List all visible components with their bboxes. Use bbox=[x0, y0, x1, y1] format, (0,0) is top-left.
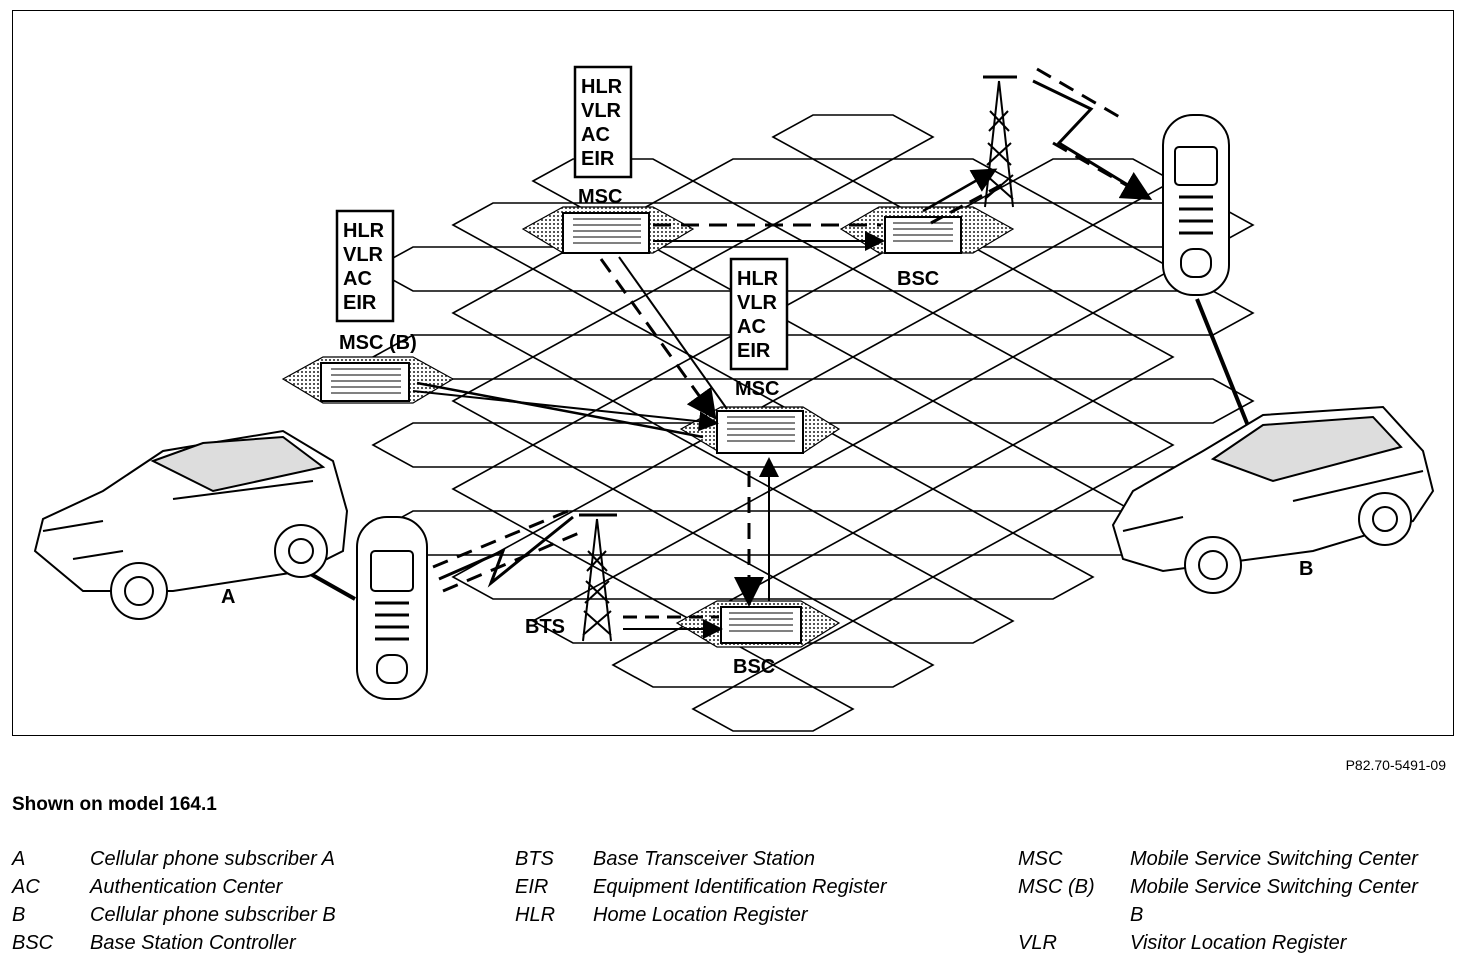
legend-abbr: EIR bbox=[515, 876, 549, 898]
legend-desc: Home Location Register bbox=[593, 904, 808, 926]
legend-desc: Authentication Center bbox=[90, 876, 283, 898]
car-a-icon bbox=[33, 429, 349, 620]
cell-grid bbox=[371, 114, 1255, 732]
cell-hexagon bbox=[691, 686, 855, 732]
connections bbox=[412, 168, 1006, 639]
cell-hexagon bbox=[771, 642, 935, 688]
cell-hexagon bbox=[771, 554, 935, 600]
figure-reference: P82.70-5491-09 bbox=[1345, 757, 1446, 773]
bts-tower-top bbox=[983, 75, 1017, 208]
legend-abbr: BSC bbox=[12, 932, 54, 954]
cell-hexagon bbox=[771, 466, 935, 512]
register-ac: AC bbox=[737, 316, 766, 338]
register-box-center: HLR VLR AC EIR bbox=[729, 257, 789, 371]
legend-abbr: MSC bbox=[1018, 848, 1063, 870]
car-b-icon bbox=[1111, 405, 1435, 594]
diagram-canvas: HLR VLR AC EIR HLR VLR AC EIR HLR VLR AC… bbox=[33, 65, 1435, 732]
legend-desc: Visitor Location Register bbox=[1130, 932, 1347, 954]
legend-desc: Equipment Identification Register bbox=[593, 876, 887, 898]
cell-hexagon bbox=[851, 598, 1015, 644]
label-msc-b: MSC (B) bbox=[339, 332, 417, 354]
cell-hexagon bbox=[851, 334, 1015, 380]
cell-hexagon bbox=[531, 334, 695, 380]
cell-hexagon bbox=[691, 158, 855, 204]
legend-desc: Cellular phone subscriber B bbox=[90, 904, 336, 926]
legend-abbr: VLR bbox=[1018, 932, 1057, 954]
legend-abbr: MSC (B) bbox=[1018, 876, 1095, 898]
radio-link-a bbox=[432, 507, 580, 593]
bts-tower-bottom bbox=[579, 513, 617, 642]
cell-hexagon bbox=[1011, 422, 1175, 468]
cell-hexagon bbox=[1091, 290, 1255, 336]
legend-desc: Base Station Controller bbox=[90, 932, 296, 954]
network-diagram: HLR VLR AC EIR HLR VLR AC EIR HLR VLR AC… bbox=[12, 10, 1454, 736]
register-vlr: VLR bbox=[343, 244, 384, 266]
label-subscriber-b: B bbox=[1299, 558, 1313, 580]
cell-hexagon bbox=[451, 466, 615, 512]
label-msc-top: MSC bbox=[578, 186, 622, 208]
cell-hexagon bbox=[1011, 158, 1175, 204]
bsc-unit-top-right bbox=[884, 216, 962, 254]
register-ac: AC bbox=[343, 268, 372, 290]
register-eir: EIR bbox=[343, 292, 377, 314]
label-bsc-bottom: BSC bbox=[733, 656, 775, 678]
label-bts: BTS bbox=[525, 616, 565, 638]
cell-hexagon bbox=[931, 290, 1095, 336]
legend-desc: Cellular phone subscriber A bbox=[90, 848, 335, 870]
register-hlr: HLR bbox=[581, 76, 623, 98]
cell-hexagon bbox=[1091, 378, 1255, 424]
legend-abbr: AC bbox=[12, 876, 40, 898]
register-hlr: HLR bbox=[343, 220, 385, 242]
cell-hexagon bbox=[531, 510, 695, 556]
cell-hexagon bbox=[771, 290, 935, 336]
msc-unit-top bbox=[562, 212, 650, 254]
label-bsc-top-right: BSC bbox=[897, 268, 939, 290]
figure-subtitle: Shown on model 164.1 bbox=[12, 794, 217, 815]
cell-hexagon bbox=[931, 466, 1095, 512]
register-eir: EIR bbox=[581, 148, 615, 170]
legend-abbr: A bbox=[12, 848, 26, 870]
register-box-top: HLR VLR AC EIR bbox=[573, 65, 633, 179]
legend-desc: Base Transceiver Station bbox=[593, 848, 815, 870]
radio-link-b bbox=[1032, 67, 1153, 200]
register-vlr: VLR bbox=[581, 100, 622, 122]
phone-b-icon bbox=[1162, 114, 1230, 296]
register-hlr: HLR bbox=[737, 268, 779, 290]
msc-unit-center bbox=[716, 410, 804, 454]
cell-hexagon bbox=[1011, 334, 1175, 380]
legend-abbr: HLR bbox=[515, 904, 556, 926]
register-vlr: VLR bbox=[737, 292, 778, 314]
label-msc-center: MSC bbox=[735, 378, 779, 400]
bsc-unit-bottom bbox=[720, 606, 802, 644]
cell-hexagon bbox=[931, 378, 1095, 424]
phone-a-icon bbox=[356, 516, 428, 700]
legend-abbr: BTS bbox=[515, 848, 554, 870]
cell-hexagon bbox=[451, 290, 615, 336]
legend-desc: B bbox=[1130, 904, 1144, 926]
cell-hexagon bbox=[371, 246, 535, 292]
msc-unit-b bbox=[320, 362, 410, 402]
register-eir: EIR bbox=[737, 340, 771, 362]
cell-hexagon bbox=[851, 422, 1015, 468]
register-box-left: HLR VLR AC EIR bbox=[335, 209, 395, 323]
cell-hexagon bbox=[691, 510, 855, 556]
cell-hexagon bbox=[931, 554, 1095, 600]
cell-hexagon bbox=[1011, 246, 1175, 292]
register-ac: AC bbox=[581, 124, 610, 146]
legend-desc: Mobile Service Switching Center bbox=[1130, 876, 1418, 898]
legend-desc: Mobile Service Switching Center bbox=[1130, 848, 1418, 870]
cell-hexagon bbox=[851, 510, 1015, 556]
cell-hexagon bbox=[371, 422, 535, 468]
cell-hexagon bbox=[771, 114, 935, 160]
legend-abbr: B bbox=[12, 904, 26, 926]
label-subscriber-a: A bbox=[221, 586, 235, 608]
